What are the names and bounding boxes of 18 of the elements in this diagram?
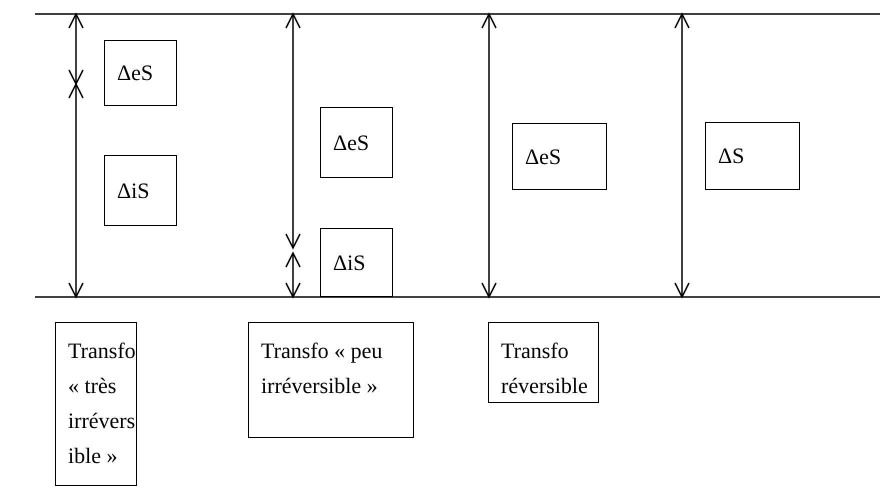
text-box [488,322,599,403]
box-label: ΔeS [525,144,562,170]
text-box [104,40,177,106]
text-box [248,322,414,438]
box-label: ΔS [718,143,744,169]
box-label: ΔiS [117,178,150,204]
text-box [55,322,137,486]
text-box [104,155,177,226]
box-label: Transfo « très irrévers ible » [68,337,136,470]
box-label: ΔeS [333,130,370,156]
box-label: Transfo « peu irréversible » [261,337,384,400]
box-label: Transfo réversible [501,337,589,400]
text-box [512,123,607,190]
text-box [320,228,393,297]
box-label: ΔiS [333,250,366,276]
box-label: ΔeS [117,60,154,86]
text-box [705,122,800,190]
text-box [320,107,393,178]
